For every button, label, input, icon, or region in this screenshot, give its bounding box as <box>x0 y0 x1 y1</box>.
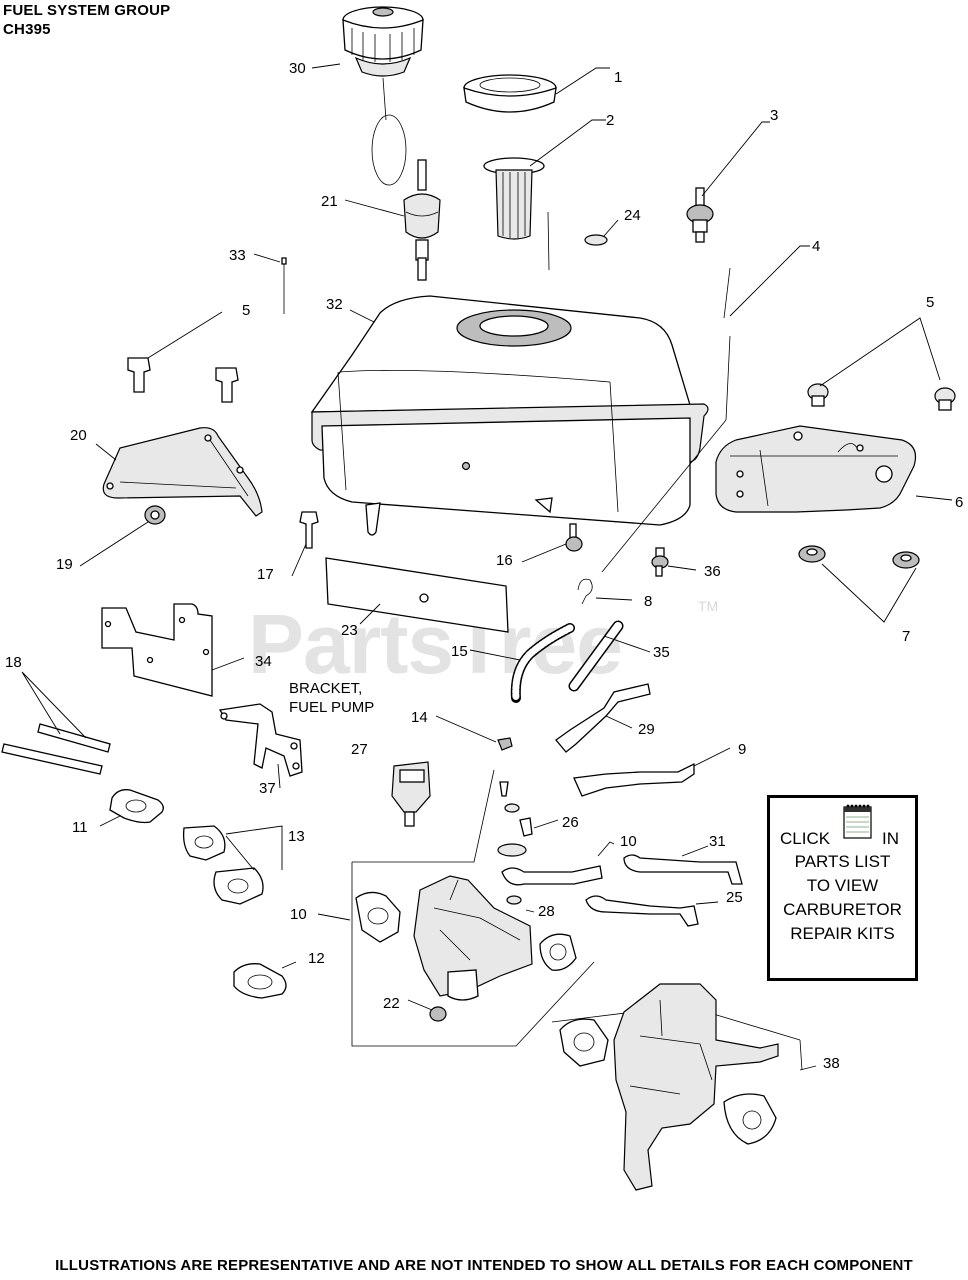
callout-4: 4 <box>812 238 820 255</box>
leader-lines <box>21 63 953 1071</box>
callout-19: 18 <box>5 654 22 671</box>
part-24-shield[interactable] <box>325 557 509 633</box>
part-5-grommet-right[interactable] <box>807 383 956 411</box>
part-10-lever[interactable] <box>501 865 603 886</box>
callout-32: 31 <box>709 833 726 850</box>
callout-13: 12 <box>308 950 325 967</box>
diagram-title: FUEL SYSTEM GROUP <box>3 2 171 19</box>
part-30-lever[interactable] <box>555 683 651 753</box>
callout-7: 7 <box>902 628 910 645</box>
callout-1: 1 <box>614 69 622 86</box>
part-29-washer[interactable] <box>506 895 522 905</box>
part-7-grommet[interactable] <box>798 545 920 569</box>
part-31-fuel-cap-vented[interactable] <box>342 6 424 186</box>
callout-numbers: 30 1 2 3 21 24 33 4 32 5 5 20 6 19 16 36… <box>5 60 963 1072</box>
callout-2: 2 <box>606 112 614 129</box>
part-25-washer[interactable] <box>584 234 608 246</box>
callout-11: 10 <box>290 906 307 923</box>
part-22-fuel-filter[interactable] <box>403 159 441 281</box>
callout-21: 20 <box>70 427 87 444</box>
part-33-fuel-tank[interactable] <box>310 295 709 536</box>
callout-36: 35 <box>653 644 670 661</box>
part-9-link[interactable] <box>573 762 695 797</box>
part-6-tank-bracket[interactable] <box>715 425 917 513</box>
part-11-carburetor-kit-outline <box>351 769 595 1047</box>
callout-15: 14 <box>411 709 428 726</box>
callout-16: 15 <box>451 643 468 660</box>
callout-24: 23 <box>341 622 358 639</box>
notepad-icon[interactable] <box>843 803 872 839</box>
callout-3: 3 <box>770 107 778 124</box>
part-34-pin[interactable] <box>281 257 287 314</box>
callout-10: 10 <box>620 833 637 850</box>
part-15-clip[interactable] <box>497 737 513 751</box>
callout-14: 13 <box>288 828 305 845</box>
watermark-trademark: TM <box>698 598 719 614</box>
part-14-gasket[interactable] <box>182 825 264 905</box>
callout-18: 17 <box>257 566 274 583</box>
callout-5-right: 5 <box>926 294 934 311</box>
info-line-in: IN <box>882 829 899 848</box>
part-18-screw[interactable] <box>299 511 319 549</box>
callout-22: 21 <box>321 193 338 210</box>
callout-34: 33 <box>229 247 246 264</box>
callout-9: 9 <box>738 741 746 758</box>
label-fuel-pump: FUEL PUMP <box>289 699 374 716</box>
part-37-fitting[interactable] <box>651 547 669 577</box>
fuel-pump-bracket[interactable] <box>218 703 303 777</box>
callout-28: 27 <box>351 741 368 758</box>
callout-20: 19 <box>56 556 73 573</box>
part-1-fuel-tank-cap[interactable] <box>463 74 557 113</box>
callout-35: 34 <box>255 653 272 670</box>
callout-27: 26 <box>562 814 579 831</box>
engine-model: CH395 <box>3 21 51 38</box>
callout-12: 11 <box>72 819 88 836</box>
part-28-fuel-pump[interactable] <box>391 761 431 827</box>
part-21-tank-bracket[interactable] <box>102 427 263 517</box>
callout-17: 16 <box>496 552 513 569</box>
callout-26: 25 <box>726 889 743 906</box>
info-line-click: CLICK <box>780 829 831 848</box>
label-bracket: BRACKET, <box>289 680 362 697</box>
part-13-gasket[interactable] <box>233 963 287 999</box>
info-line-to-view: TO VIEW <box>806 876 879 895</box>
callout-23: 22 <box>383 995 400 1012</box>
part-2-fuel-strainer[interactable] <box>483 157 545 240</box>
part-5-screw-left[interactable] <box>127 357 239 403</box>
part-36-fuel-line[interactable] <box>568 620 624 692</box>
part-11-carburetor[interactable] <box>355 875 577 1001</box>
part-26-lever[interactable] <box>585 895 699 927</box>
disclaimer-footer: ILLUSTRATIONS ARE REPRESENTATIVE AND ARE… <box>55 1257 913 1274</box>
callout-37: 36 <box>704 563 721 580</box>
callout-8: 8 <box>644 593 652 610</box>
part-27-screw-assembly[interactable] <box>497 781 533 857</box>
carburetor-repair-kits-note: CLICK IN PARTS LIST TO VIEW CARBURETOR R… <box>767 795 918 981</box>
info-line-repair-kits: REPAIR KITS <box>790 924 895 943</box>
callout-33: 32 <box>326 296 343 313</box>
callout-29: 28 <box>538 903 555 920</box>
info-line-carburetor: CARBURETOR <box>783 900 902 919</box>
callout-6: 6 <box>955 494 963 511</box>
part-4-fuel-line-section[interactable] <box>547 211 731 573</box>
callout-38: 37 <box>259 780 276 797</box>
callout-39: 38 <box>823 1055 840 1072</box>
part-32-lever[interactable] <box>623 854 743 885</box>
callout-31: 30 <box>289 60 306 77</box>
part-39-carburetor-assembly[interactable] <box>551 983 803 1191</box>
part-12-gasket[interactable] <box>109 789 164 824</box>
callout-5-left: 5 <box>242 302 250 319</box>
part-17-fitting[interactable] <box>565 523 583 552</box>
info-line-parts-list: PARTS LIST <box>794 852 891 871</box>
part-3-fuel-shutoff-valve[interactable] <box>686 187 714 243</box>
part-8-hose-clamp[interactable] <box>577 578 593 605</box>
part-35-bracket[interactable] <box>101 603 213 697</box>
callout-25: 24 <box>624 207 641 224</box>
part-19-stud[interactable] <box>1 723 111 775</box>
callout-30: 29 <box>638 721 655 738</box>
part-23-nut[interactable] <box>429 1006 447 1022</box>
part-20-nut[interactable] <box>144 505 166 525</box>
